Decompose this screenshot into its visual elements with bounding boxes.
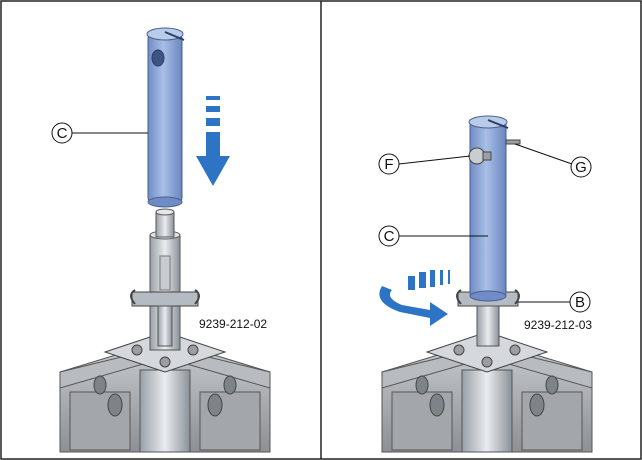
right-callout-g: G xyxy=(514,143,592,178)
left-callout-c: C xyxy=(51,122,148,144)
right-callout-b-letter: B xyxy=(575,294,585,311)
left-figure-code: 9239-212-02 xyxy=(199,317,267,331)
right-callout-c-letter: C xyxy=(384,228,395,245)
left-blue-tube xyxy=(146,27,185,208)
right-callout-f: F xyxy=(378,153,471,175)
left-panel: C 9239-212-02 xyxy=(51,27,271,453)
right-callout-f-letter: F xyxy=(384,156,393,173)
right-figure-code: 9239-212-03 xyxy=(524,318,592,332)
right-callout-c: C xyxy=(378,225,488,247)
right-callout-b: B xyxy=(518,291,591,313)
right-rotate-arrow xyxy=(379,270,450,326)
left-steel-post xyxy=(130,208,200,351)
right-blue-tube xyxy=(468,115,521,302)
right-callout-g-letter: G xyxy=(575,159,587,176)
right-panel: F G C B 9239-212-03 xyxy=(378,115,593,453)
right-cabinet-frame xyxy=(381,331,593,453)
left-push-arrow xyxy=(196,96,230,186)
left-callout-c-letter: C xyxy=(57,125,68,142)
left-cabinet-frame xyxy=(59,331,271,453)
